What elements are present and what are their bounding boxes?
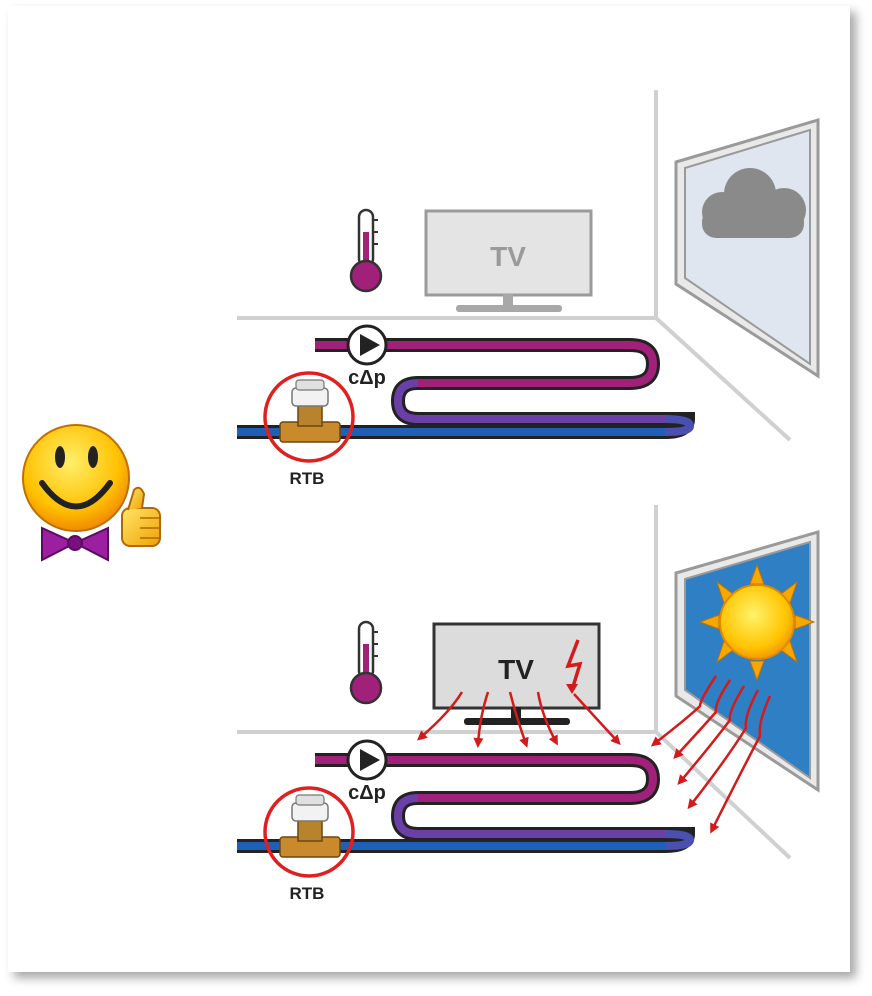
tv-heat-arrows [416,691,621,748]
cloud-icon [702,168,806,238]
bowtie-icon [41,526,109,562]
pump-label: cΔp [348,782,386,804]
valve-label: RTB [290,884,325,903]
window-sun [674,530,820,793]
pump-icon [346,324,388,366]
thermometer-icon [349,620,383,705]
sun-icon [698,563,816,682]
valve-label: RTB [290,469,325,488]
scene-top: TV cΔp [237,90,820,488]
tv-label: TV [498,654,534,685]
thumbs-up-icon [121,486,161,547]
pump-label: cΔp [348,367,386,389]
tv-icon: TV [424,209,593,312]
window-cloud [674,117,820,379]
thermometer-icon [349,208,383,293]
tv-icon: TV [432,622,601,725]
smiley-icon [22,424,130,532]
valve-icon [263,371,355,463]
pump-icon [346,739,388,781]
scene-bottom: TV [237,505,820,903]
valve-icon [263,786,355,878]
room-walls [237,90,792,442]
tv-label: TV [490,241,526,272]
lightning-icon [565,639,583,691]
sun-heat-arrows [650,675,772,834]
